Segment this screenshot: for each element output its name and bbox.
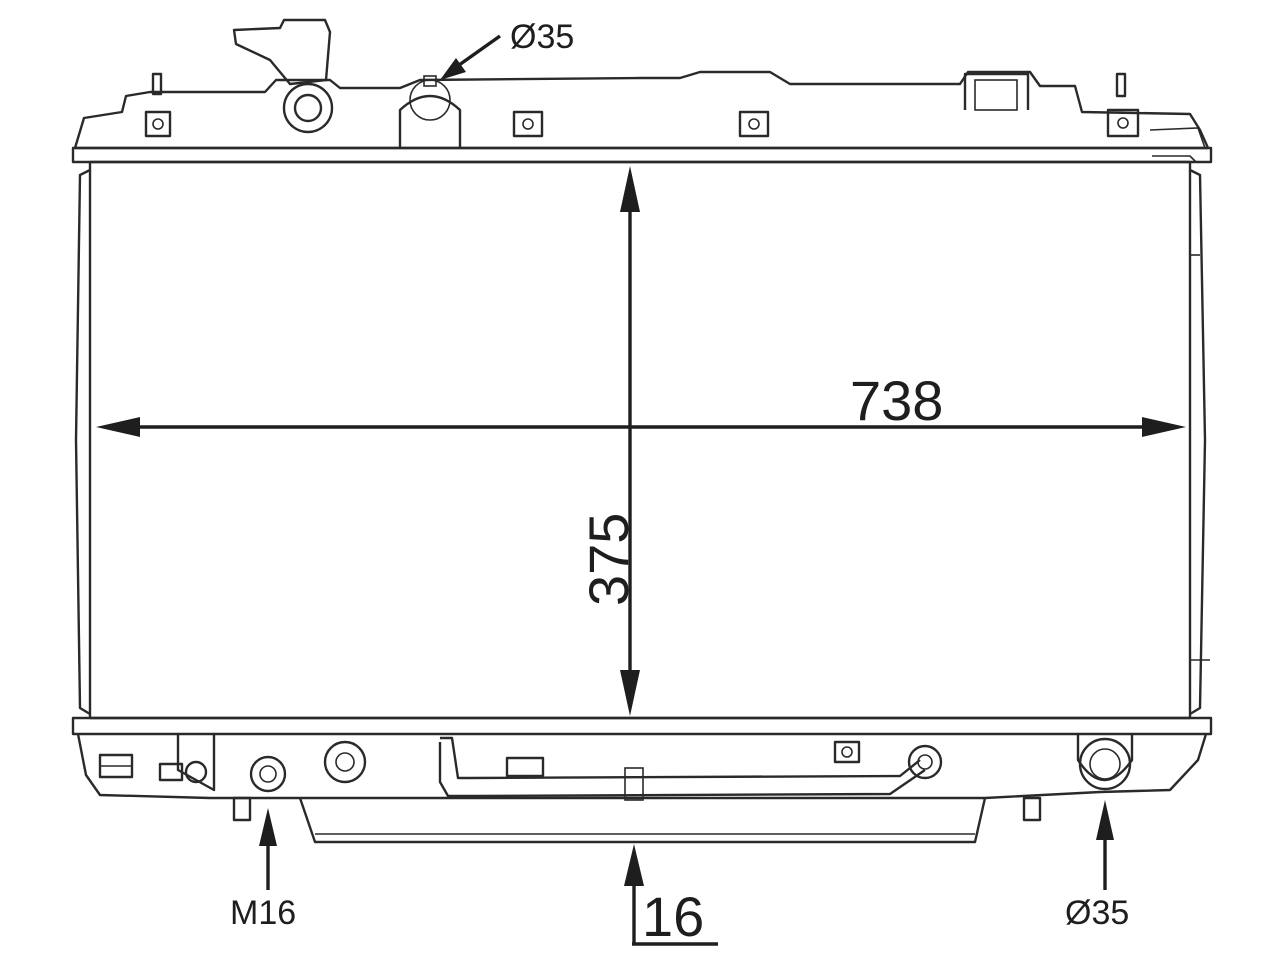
bottom-mount-pins (232, 796, 1042, 822)
radiator-core (74, 160, 1210, 720)
drain-thread-label: M16 (230, 894, 296, 932)
bottom-fittings (98, 734, 861, 792)
width-dimension (96, 417, 1186, 437)
top-mount-pins (151, 72, 1127, 98)
oil-cooler-pipe (438, 736, 943, 801)
top-tank-clips (144, 108, 1140, 138)
top-tank (71, 18, 1213, 164)
height-dimension (620, 166, 640, 716)
radiator-cap (232, 18, 334, 134)
bottom-port-label: Ø35 (1065, 894, 1129, 932)
top-port-callout-arrow (440, 34, 501, 80)
height-label: 375 (577, 513, 640, 606)
bottom-tank (71, 716, 1213, 844)
thickness-label: 16 (642, 885, 704, 948)
width-label: 738 (850, 369, 943, 432)
top-port-label: Ø35 (510, 18, 574, 56)
lower-hose-port (1076, 734, 1134, 791)
bottom-port-callout-arrow (1096, 800, 1114, 890)
upper-hose-port (398, 75, 462, 148)
drain-plug (249, 755, 287, 793)
top-right-bracket (963, 72, 1030, 111)
thickness-dimension (624, 844, 718, 946)
drain-callout-arrow (259, 808, 277, 890)
